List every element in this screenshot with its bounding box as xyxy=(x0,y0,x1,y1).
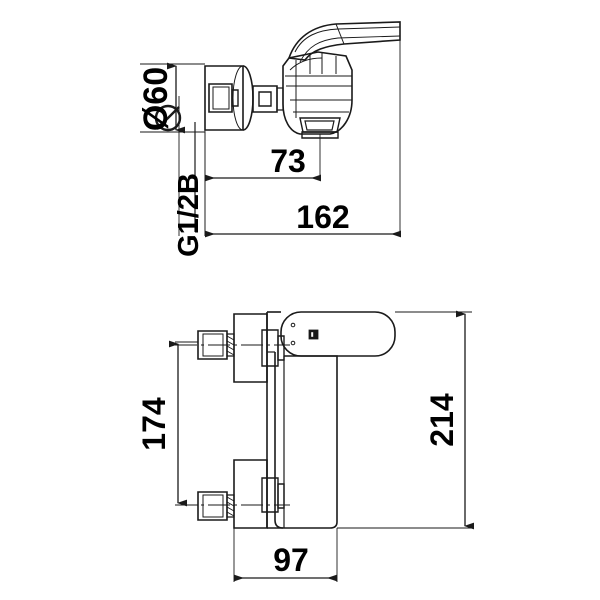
dim-label-diameter-60: Ø60 xyxy=(137,67,175,131)
front-view-dimensions xyxy=(169,310,474,582)
lever-head-outline xyxy=(280,311,396,357)
dim-label-162: 162 xyxy=(296,199,349,235)
diameter-symbol-icon xyxy=(154,104,182,132)
upper-inlet-assembly xyxy=(175,313,290,383)
lower-inlet-assembly xyxy=(175,459,290,529)
dim-label-97: 97 xyxy=(273,542,309,578)
dim-label-174: 174 xyxy=(136,397,172,451)
front-view-body xyxy=(175,311,396,529)
brand-logo-mark xyxy=(308,329,319,340)
dim-label-214: 214 xyxy=(424,393,460,447)
top-view-body xyxy=(204,21,401,139)
dim-label-73: 73 xyxy=(270,143,306,179)
dim-label-g12b: G1/2B xyxy=(173,173,205,257)
top-view-dimensions xyxy=(140,24,401,238)
